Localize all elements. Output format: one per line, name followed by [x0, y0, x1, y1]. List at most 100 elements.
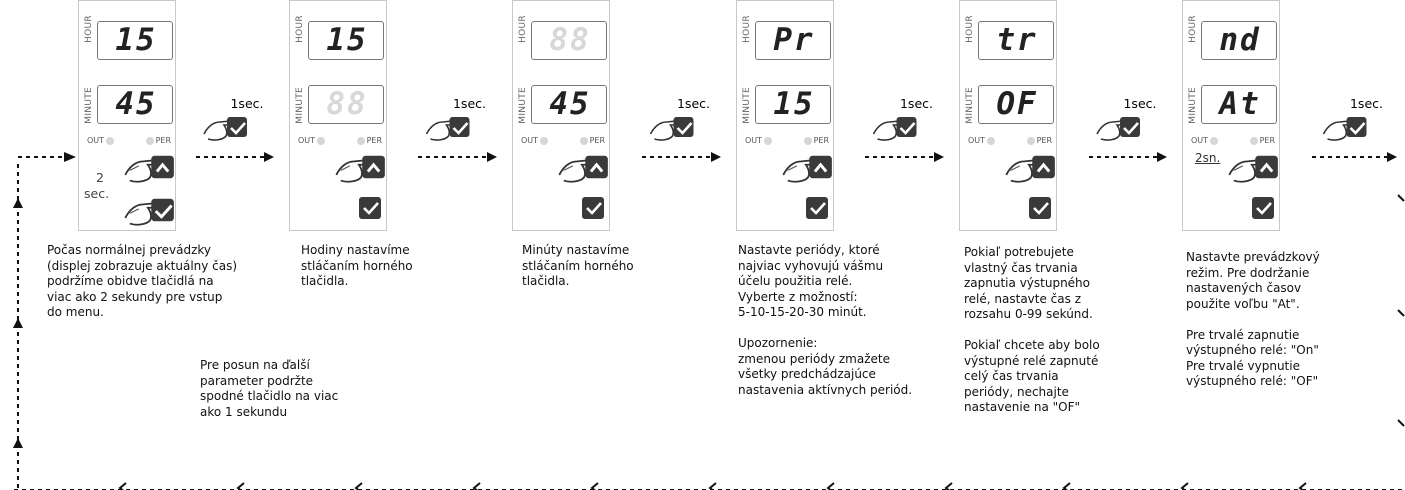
loop-chevron-icon [118, 482, 127, 490]
checkmark-icon [1033, 202, 1049, 215]
step-arrowhead [711, 152, 721, 162]
hour-label: HOUR [965, 15, 975, 43]
hour-display-value: nd [1219, 22, 1261, 58]
annotation-next-parameter: Pre posun na ďalší parameter podržte spo… [200, 358, 339, 419]
hour-label: HOUR [742, 15, 752, 43]
per-led-icon [1249, 136, 1258, 145]
per-led-icon [803, 136, 812, 145]
loop-chevron-icon [708, 482, 717, 490]
loop-chevron-icon [236, 482, 245, 490]
per-label: PER [589, 136, 605, 145]
out-led: OUT [87, 136, 116, 145]
loop-up-arrowhead-2 [13, 318, 23, 328]
step-arrowhead [264, 152, 274, 162]
hour-label: HOUR [84, 15, 94, 43]
minute-label: MINUTE [742, 87, 752, 124]
checkmark-icon [1256, 202, 1272, 215]
annotation-minutes: Minúty nastavíme stláčaním horného tlači… [522, 243, 634, 288]
minute-display: 45 [531, 85, 607, 124]
hour-display-value: 88 [549, 22, 591, 58]
hold-2sec-number: 2 [96, 170, 104, 185]
delay-label: 1sec. [230, 96, 263, 111]
out-led-icon [987, 136, 996, 145]
hour-display: tr [978, 21, 1054, 60]
per-led: PER [1025, 136, 1052, 145]
hour-display: Pr [755, 21, 831, 60]
up-button[interactable] [1004, 150, 1056, 188]
step-arrowhead [1157, 152, 1167, 162]
out-led: OUT [745, 136, 774, 145]
hour-display-value: 15 [115, 22, 157, 58]
hour-label: HOUR [295, 15, 305, 43]
hour-display-value: Pr [773, 22, 815, 58]
hour-label: HOUR [1188, 15, 1198, 43]
checkmark-icon [586, 202, 602, 215]
loop-up-arrowhead-3 [13, 198, 23, 208]
press-hand-icon [649, 117, 694, 141]
up-button[interactable] [123, 150, 175, 188]
press-hand-icon [1096, 117, 1140, 141]
minute-display: 15 [755, 85, 831, 124]
loop-chevron-icon [1180, 482, 1189, 490]
out-label: OUT [298, 136, 316, 145]
out-label: OUT [87, 136, 105, 145]
confirm-button[interactable] [582, 197, 604, 219]
delay-label: 1sec. [677, 96, 710, 111]
hour-display-value: tr [996, 22, 1038, 58]
up-button[interactable] [557, 150, 609, 188]
loop-chevron-icon [826, 482, 835, 490]
confirm-button[interactable] [806, 197, 828, 219]
confirm-button[interactable] [1252, 197, 1274, 219]
hour-display-value: 15 [326, 22, 368, 58]
hour-display: 15 [308, 21, 384, 60]
minute-display-value: 45 [115, 86, 157, 122]
loop-chevron-icon [1062, 482, 1071, 490]
loop-chevron-icon [944, 482, 953, 490]
per-label: PER [1259, 136, 1275, 145]
press-hand-icon [124, 198, 174, 226]
checkmark-icon [810, 202, 826, 215]
confirm-button[interactable] [1029, 197, 1051, 219]
out-led-icon [1210, 136, 1219, 145]
press-hand-icon [203, 117, 247, 141]
press-hand-icon [335, 155, 385, 183]
confirm-button[interactable] [359, 197, 381, 219]
annotation-hours: Hodiny nastavíme stláčaním horného tlači… [301, 243, 413, 288]
minute-label: MINUTE [84, 87, 94, 124]
per-led: PER [1248, 136, 1275, 145]
per-led: PER [355, 136, 382, 145]
delay-label: 1sec. [1123, 96, 1156, 111]
minute-label: MINUTE [965, 87, 975, 124]
press-hand-icon [425, 117, 470, 141]
per-label: PER [155, 136, 171, 145]
press-hand-icon [782, 155, 832, 183]
loop-up-arrowhead-1 [13, 438, 23, 448]
up-button[interactable] [1227, 150, 1279, 188]
per-label: PER [813, 136, 829, 145]
led-row: OUT PER [745, 136, 829, 148]
per-led: PER [578, 136, 605, 145]
annotation-normal-operation: Počas normálnej prevádzky (displej zobra… [47, 243, 238, 319]
annotation-periods: Nastavte periódy, ktoré najviac vyhovujú… [738, 243, 913, 397]
up-button[interactable] [781, 150, 833, 188]
up-button[interactable] [334, 150, 386, 188]
hour-display: 88 [531, 21, 607, 60]
confirm-button[interactable] [123, 193, 175, 231]
minute-display-value: 45 [549, 86, 591, 122]
hour-label: HOUR [518, 15, 528, 43]
out-led-icon [540, 136, 549, 145]
right-edge-chevrons [1397, 194, 1405, 427]
minute-display: 45 [97, 85, 173, 124]
loop-chevron-icon [590, 482, 599, 490]
annotation-relay-time: Pokiaľ potrebujete vlastný čas trvania z… [964, 245, 1100, 414]
minute-label: MINUTE [1188, 87, 1198, 124]
minute-label: MINUTE [518, 87, 528, 124]
